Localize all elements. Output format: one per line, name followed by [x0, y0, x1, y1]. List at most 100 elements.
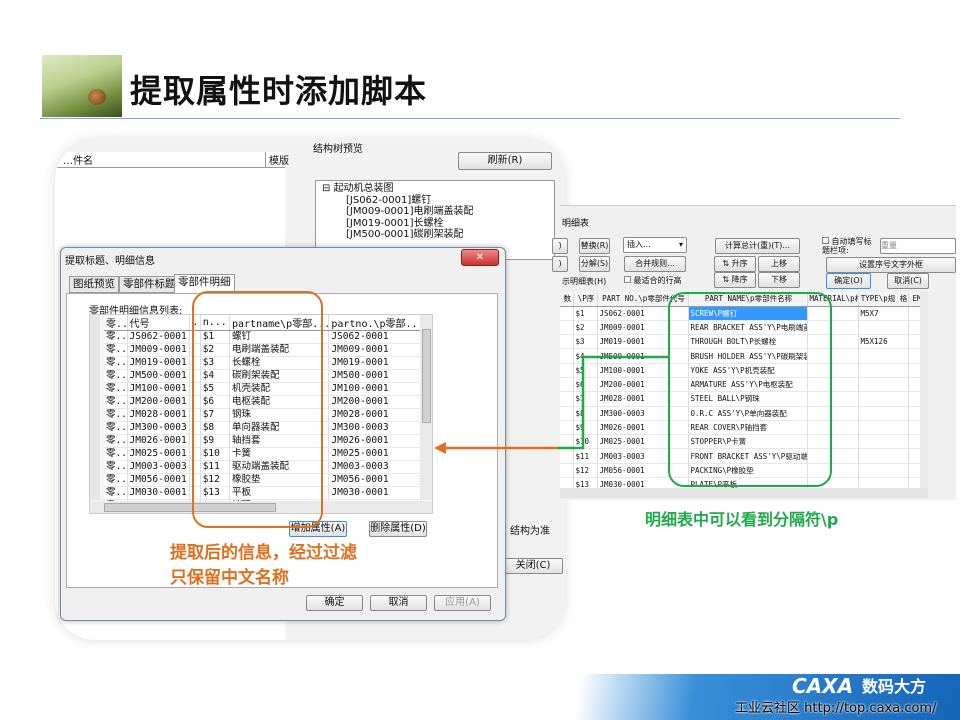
table-cell[interactable]	[858, 320, 909, 336]
table-cell[interactable]	[560, 377, 574, 393]
table-cell[interactable]: $2	[573, 320, 598, 336]
table-cell[interactable]	[858, 348, 909, 364]
table-cell[interactable]	[858, 463, 909, 479]
table-cell[interactable]: JM009-0001	[597, 320, 689, 336]
table-cell[interactable]: JM019-0001	[127, 356, 191, 370]
column-header[interactable]: partname\p零部...	[229, 315, 330, 331]
table-cell[interactable]: $8	[573, 406, 598, 421]
table-cell[interactable]: 平板	[229, 486, 330, 500]
ok-button[interactable]: 确定	[306, 595, 363, 611]
table-cell[interactable]	[807, 377, 859, 393]
refresh-button[interactable]: 刷新(R)	[458, 152, 552, 170]
tree-node[interactable]: [JM009-0001]电刷端盖装配	[346, 206, 474, 217]
partial-button[interactable]: )	[552, 238, 568, 254]
table-cell[interactable]: JM028-0001	[127, 408, 191, 422]
table-cell[interactable]: 驱动端盖装配	[229, 460, 330, 474]
table-cell[interactable]: $4	[200, 369, 230, 383]
table-cell[interactable]: $1	[200, 330, 230, 344]
column-header[interactable]: partno.\p零部...	[328, 315, 422, 331]
table-cell[interactable]: THROUGH BOLT\P长螺栓	[688, 334, 808, 350]
table-cell[interactable]	[560, 406, 574, 421]
table-cell[interactable]: 零..	[104, 408, 128, 422]
table-cell[interactable]: JM300-0003	[597, 406, 689, 421]
auto-fill-checkbox[interactable]: 自动填写标题栏项:	[822, 237, 872, 255]
table-cell[interactable]: 零..	[104, 473, 128, 487]
table-cell[interactable]: $13	[200, 486, 230, 500]
tree-node[interactable]: [JS062-0001]螺钉	[346, 194, 432, 206]
table-cell[interactable]	[189, 460, 201, 474]
table-cell[interactable]: JM009-0001	[127, 343, 191, 357]
table-cell[interactable]: YOKE ASS'Y\P机壳装配	[688, 363, 808, 378]
table-cell[interactable]: 零..	[104, 330, 128, 344]
sort-descending-button[interactable]: ⇅ 降序	[714, 272, 756, 288]
best-row-height-checkbox[interactable]: 最适合的行高	[624, 275, 682, 286]
table-cell[interactable]: JM003-0003	[127, 460, 191, 474]
table-cell[interactable]: JM200-0001	[127, 395, 191, 409]
table-cell[interactable]: BRUSH HOLDER ASS'Y\P碳刷架装配	[688, 348, 808, 364]
table-cell[interactable]: PLATE\P平板	[688, 477, 808, 488]
table-cell[interactable]: 卡簧	[229, 447, 330, 461]
table-cell[interactable]	[189, 343, 201, 357]
explode-button[interactable]: 分解(S)	[579, 256, 610, 272]
table-cell[interactable]: SCREW\P螺钉	[688, 306, 808, 321]
column-header[interactable]: n...	[200, 315, 230, 331]
table-cell[interactable]: $12	[573, 463, 598, 479]
table-cell[interactable]	[858, 363, 909, 378]
table-cell[interactable]: 零..	[104, 382, 128, 396]
move-down-button[interactable]: 下移	[758, 272, 800, 288]
cancel-button[interactable]: 取消(C)	[887, 273, 929, 289]
table-cell[interactable]	[807, 320, 859, 336]
delete-attribute-button[interactable]: 删除属性(D)	[369, 521, 427, 537]
table-cell[interactable]: 零..	[104, 421, 128, 435]
table-cell[interactable]: 零..	[104, 486, 128, 500]
insert-dropdown[interactable]: 插入...▾	[623, 237, 687, 253]
tree-node[interactable]: [JM019-0001]长螺栓	[346, 217, 444, 229]
tab-part-title[interactable]: 零部件标题	[119, 276, 180, 293]
table-cell[interactable]: JM100-0001	[127, 382, 191, 396]
table-cell[interactable]: $5	[200, 382, 230, 396]
table-cell[interactable]: $10	[200, 447, 230, 461]
table-cell[interactable]: 螺钉	[229, 330, 330, 344]
table-cell[interactable]: $6	[573, 377, 598, 393]
table-cell[interactable]	[560, 363, 574, 378]
table-cell[interactable]: M5X7	[858, 306, 909, 321]
table-cell[interactable]: 钢珠	[229, 408, 330, 422]
table-cell[interactable]	[189, 369, 201, 383]
table-cell[interactable]: $12	[200, 473, 230, 487]
table-cell[interactable]: JM200-0001	[597, 377, 689, 393]
table-cell[interactable]	[807, 348, 859, 364]
table-cell[interactable]	[560, 320, 574, 336]
merge-rules-button[interactable]: 合并规则...	[624, 256, 686, 272]
table-cell[interactable]: PACKING\P橡胶垫	[688, 463, 808, 479]
table-cell[interactable]: $3	[200, 356, 230, 370]
table-cell[interactable]: $13	[573, 477, 598, 488]
table-cell[interactable]: 零..	[104, 460, 128, 474]
tab-drawing-preview[interactable]: 图纸预览	[69, 276, 119, 293]
table-cell[interactable]: $6	[200, 395, 230, 409]
table-cell[interactable]: 碳刷架装配	[229, 369, 330, 383]
column-header[interactable]: \P序	[573, 292, 598, 307]
column-header[interactable]: 代号	[127, 315, 191, 331]
table-cell[interactable]	[807, 434, 859, 450]
table-cell[interactable]: JS062-0001	[597, 306, 689, 321]
table-cell[interactable]	[189, 382, 201, 396]
table-cell[interactable]	[858, 406, 909, 421]
table-cell[interactable]: FRONT BRACKET ASS'Y\P驱动端...	[688, 448, 808, 464]
table-cell[interactable]: $7	[573, 391, 598, 407]
table-cell[interactable]: $3	[573, 334, 598, 350]
column-header[interactable]: PART NO.\p零部件代号	[597, 292, 689, 307]
table-cell[interactable]: $11	[573, 448, 598, 464]
ok-button[interactable]: 确定(O)	[826, 273, 871, 289]
table-cell[interactable]	[560, 463, 574, 479]
table-cell[interactable]: $9	[200, 434, 230, 448]
